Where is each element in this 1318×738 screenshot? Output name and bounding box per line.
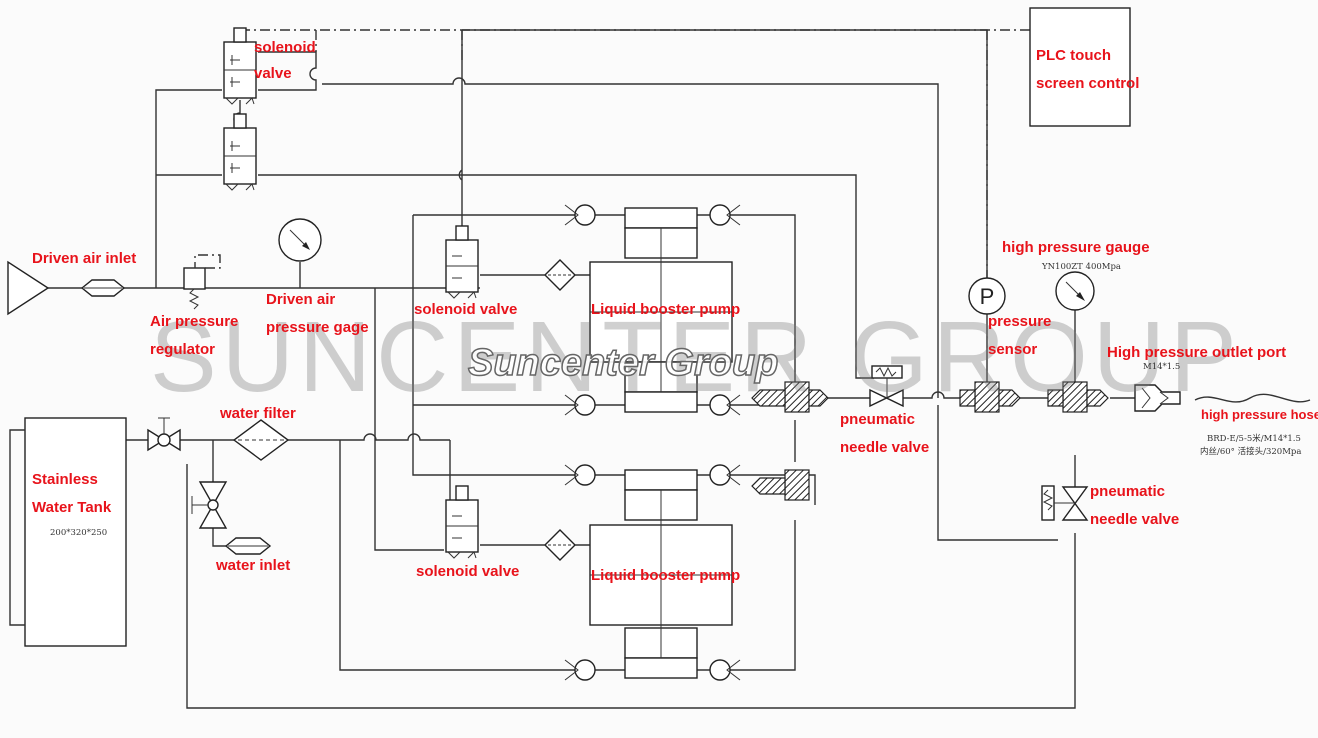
label-plc-1: PLC touch xyxy=(1036,47,1111,64)
booster-pump-upper xyxy=(589,207,733,413)
label-outlet-port: High pressure outlet port xyxy=(1107,344,1287,361)
check-valves xyxy=(564,204,741,681)
booster-pump-lower xyxy=(589,469,733,679)
water-inlet-valve xyxy=(191,481,228,529)
water-filter xyxy=(232,419,290,461)
outlet-thread-text: M14*1.5 xyxy=(1143,362,1181,372)
air-lines xyxy=(48,29,988,551)
label-hp-hose: high pressure hose xyxy=(1201,407,1318,422)
air-filter-lower xyxy=(480,529,590,561)
label-driven-gage-1: Driven air xyxy=(266,291,336,308)
label-solenoid-top-2: valve xyxy=(254,65,292,82)
plc-box xyxy=(1029,7,1131,127)
solenoid-valve-upper2 xyxy=(223,113,257,191)
high-pressure-hose xyxy=(1194,393,1311,403)
label-plc-2: screen control xyxy=(1036,75,1140,92)
hp-tee-upper xyxy=(751,381,829,413)
water-tank xyxy=(9,417,127,647)
pressure-sensor: P xyxy=(968,277,1006,315)
label-air-regulator-2: regulator xyxy=(150,341,216,358)
label-driven-air-inlet: Driven air inlet xyxy=(32,250,137,267)
high-pressure-gauge xyxy=(1055,271,1095,311)
label-booster-top: Liquid booster pump xyxy=(591,301,741,318)
air-inlet-connector xyxy=(80,279,126,297)
label-hp-gauge: high pressure gauge xyxy=(1002,239,1150,256)
label-pressure-sensor-1: pressure xyxy=(988,313,1052,330)
solenoid-valve-top xyxy=(223,27,257,105)
hp-tee-lower xyxy=(751,469,810,501)
label-water-filter: water filter xyxy=(220,405,296,422)
gauge-spec-text: YN100ZT 400Mpa xyxy=(1042,262,1121,272)
hose-spec-2: 内丝/60° 活接头/320Mpa xyxy=(1200,447,1302,457)
control-dash-line xyxy=(240,29,1030,290)
label-pneumatic-needle-1-b: needle valve xyxy=(840,439,930,456)
label-pneumatic-needle-2-b: needle valve xyxy=(1090,511,1180,528)
label-solenoid-mid: solenoid valve xyxy=(414,301,518,318)
tank-dims-text: 200*320*250 xyxy=(50,528,108,538)
hp-fitting-outlet xyxy=(1047,381,1109,413)
water-lines xyxy=(126,405,1076,709)
air-filter-upper xyxy=(480,259,590,291)
label-solenoid-low: solenoid valve xyxy=(416,563,520,580)
manual-valve xyxy=(147,417,181,452)
hp-fitting-sensor xyxy=(959,381,1021,413)
label-pressure-sensor-2: sensor xyxy=(988,341,1038,358)
label-driven-gage-2: pressure gage xyxy=(266,319,369,336)
outlet-port xyxy=(1134,384,1181,412)
air-inlet-symbol xyxy=(7,260,50,316)
label-air-regulator-1: Air pressure xyxy=(150,313,239,330)
air-pressure-regulator xyxy=(183,254,221,310)
label-pneumatic-needle-2-a: pneumatic xyxy=(1090,483,1166,500)
label-tank-2: Water Tank xyxy=(32,499,112,516)
solenoid-valve-mid xyxy=(445,225,479,299)
label-pneumatic-needle-1-a: pneumatic xyxy=(840,411,916,428)
solenoid-valve-low xyxy=(445,485,479,559)
label-solenoid-top: solenoid xyxy=(254,39,316,56)
svg-text:P: P xyxy=(980,284,995,309)
hose-spec-1: BRD-E/5-5米/M14*1.5 xyxy=(1207,434,1301,444)
label-water-inlet: water inlet xyxy=(216,557,291,574)
pneumatic-needle-valve-2 xyxy=(1041,485,1089,521)
label-tank-1: Stainless xyxy=(32,471,98,488)
pneumatic-needle-valve-1 xyxy=(869,365,904,408)
water-inlet-connector xyxy=(224,537,272,555)
driven-air-pressure-gauge xyxy=(278,218,322,262)
label-booster-low: Liquid booster pump xyxy=(591,567,741,584)
